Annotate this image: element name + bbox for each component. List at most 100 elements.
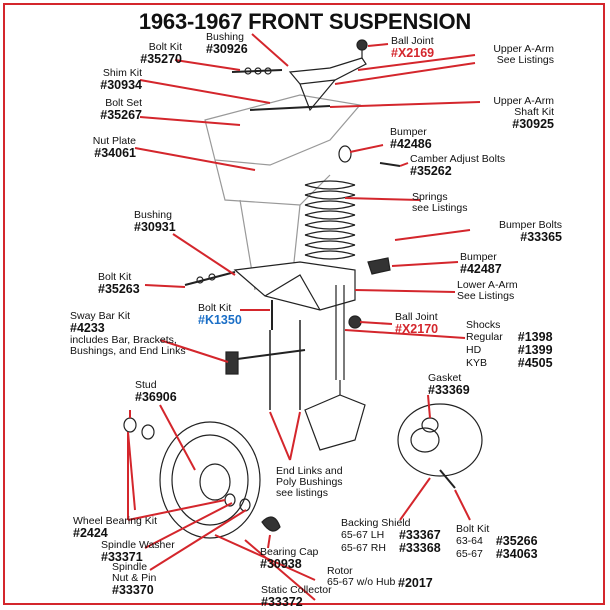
label-sway-bar: Sway Bar Kit #4233 includes Bar, Bracket… bbox=[70, 311, 186, 357]
bolt-kit-mid-part: #35263 bbox=[98, 282, 140, 296]
lower-a-arm-name: Lower A-Arm bbox=[457, 279, 518, 291]
shocks-key: KYB bbox=[466, 357, 488, 369]
label-ball-joint-low: Ball Joint #X2170 bbox=[395, 312, 438, 336]
bolt-kit-low-row: 65-67#34063 bbox=[456, 548, 539, 561]
label-upper-shaft-kit: Upper A-Arm Shaft Kit #30925 bbox=[493, 96, 554, 131]
rotor-name: Rotor bbox=[327, 565, 353, 577]
label-spindle-nut: Spindle Nut & Pin #33370 bbox=[112, 562, 156, 597]
spindle-nut-part: #33370 bbox=[112, 583, 154, 597]
springs-sub: see Listings bbox=[412, 202, 468, 214]
bearing-cap-name: Bearing Cap bbox=[260, 546, 319, 558]
label-static-collector: Static Collector #33372 bbox=[261, 585, 332, 609]
gasket-part: #33369 bbox=[428, 383, 470, 397]
bumper-top-name: Bumper bbox=[390, 126, 427, 138]
label-bumper-top: Bumper #42486 bbox=[390, 127, 432, 151]
gasket-name: Gasket bbox=[428, 372, 462, 384]
ball-joint-top-name: Ball Joint bbox=[391, 35, 434, 47]
bolt-kit-blue-name: Bolt Kit bbox=[198, 302, 232, 314]
backing-shield-name: Backing Shield bbox=[341, 517, 411, 529]
shocks-row: HD #1399 bbox=[466, 344, 554, 357]
bolt-kit-low-table: 63-64 #35266 65-67#34063 bbox=[456, 535, 539, 561]
shocks-row: Regular#1398 bbox=[466, 331, 554, 344]
parts-linework bbox=[123, 39, 483, 539]
upper-shaft-kit-part: #30925 bbox=[512, 117, 554, 131]
label-wheel-bearing: Wheel Bearing Kit #2424 bbox=[73, 516, 157, 540]
sway-bar-line-1: includes Bar, Brackets, bbox=[70, 334, 177, 346]
end-links-line-2: Poly Bushings bbox=[276, 476, 343, 488]
bolt-kit-low-key: 65-67 bbox=[456, 548, 483, 560]
shocks-table: Regular#1398 HD #1399 KYB #4505 bbox=[466, 331, 554, 370]
label-rotor-part: #2017 bbox=[398, 577, 433, 590]
bumper-mid-part: #42487 bbox=[460, 262, 502, 276]
red-border bbox=[3, 3, 605, 605]
bolt-kit-low-key: 63-64 bbox=[456, 535, 483, 547]
rotor-sub: 65-67 w/o Hub bbox=[327, 576, 396, 588]
label-bolt-set: Bolt Set #35267 bbox=[100, 98, 142, 122]
label-bushing-top: Bushing #30926 bbox=[206, 32, 248, 56]
sway-bar-line-2: Bushings, and End Links bbox=[70, 345, 186, 357]
shocks-name: Shocks bbox=[466, 319, 501, 331]
shocks-val: #1398 bbox=[517, 330, 553, 344]
label-bearing-cap: Bearing Cap #30938 bbox=[260, 547, 318, 571]
ball-joint-low-part: #X2170 bbox=[395, 322, 439, 336]
bumper-bolts-name: Bumper Bolts bbox=[498, 219, 562, 231]
label-bumper-mid: Bumper #42487 bbox=[460, 252, 502, 276]
backing-shield-key: 65-67 RH bbox=[341, 542, 386, 554]
bolt-set-name: Bolt Set bbox=[105, 97, 142, 109]
nut-plate-name: Nut Plate bbox=[92, 135, 136, 147]
bolt-set-part: #35267 bbox=[100, 108, 142, 122]
label-bumper-bolts: Bumper Bolts #33365 bbox=[499, 220, 562, 244]
label-bushing-mid: Bushing #30931 bbox=[134, 210, 176, 234]
bolt-kit-low-val: #35266 bbox=[495, 534, 538, 548]
backing-shield-val: #33367 bbox=[398, 528, 441, 542]
bolt-kit-blue-part: #K1350 bbox=[198, 313, 242, 327]
springs-name: Springs bbox=[412, 191, 448, 203]
wheel-bearing-part: #2424 bbox=[73, 526, 108, 540]
label-spindle-washer: Spindle Washer #33371 bbox=[101, 540, 175, 564]
label-bolt-kit-low: Bolt Kit 63-64 #35266 65-67#34063 bbox=[456, 524, 539, 561]
shocks-key: HD bbox=[466, 344, 482, 356]
backing-shield-key: 65-67 LH bbox=[341, 529, 385, 541]
label-backing-shield: Backing Shield 65-67 LH #33367 65-67 RH #3… bbox=[341, 518, 442, 555]
end-links-line-3: see listings bbox=[276, 487, 328, 499]
spindle-washer-name: Spindle Washer bbox=[101, 539, 175, 551]
shocks-val: #1399 bbox=[517, 343, 553, 357]
bushing-top-name: Bushing bbox=[206, 31, 244, 43]
bushing-mid-part: #30931 bbox=[134, 220, 176, 234]
shim-kit-part: #30934 bbox=[100, 78, 142, 92]
static-collector-part: #33372 bbox=[261, 595, 303, 609]
bolt-kit-low-name: Bolt Kit bbox=[456, 523, 490, 535]
label-shocks: Shocks Regular#1398 HD #1399 KYB #4505 bbox=[466, 320, 554, 370]
bolt-kit-mid-name: Bolt Kit bbox=[98, 271, 132, 283]
bushing-top-part: #30926 bbox=[206, 42, 248, 56]
wheel-bearing-name: Wheel Bearing Kit bbox=[73, 515, 158, 527]
camber-bolts-name: Camber Adjust Bolts bbox=[410, 153, 506, 165]
leader-lines bbox=[127, 33, 481, 601]
rotor-part: #2017 bbox=[398, 576, 433, 590]
stud-part: #36906 bbox=[135, 390, 177, 404]
backing-shield-val: #33368 bbox=[398, 541, 441, 555]
ball-joint-low-name: Ball Joint bbox=[395, 311, 438, 323]
camber-bolts-part: #35262 bbox=[410, 164, 452, 178]
label-shim-kit: Shim Kit #30934 bbox=[100, 68, 142, 92]
label-ball-joint-top: Ball Joint #X2169 bbox=[391, 36, 434, 60]
label-bolt-kit-mid: Bolt Kit #35263 bbox=[98, 272, 140, 296]
static-collector-name: Static Collector bbox=[261, 584, 332, 596]
backing-shield-table: 65-67 LH #33367 65-67 RH #33368 bbox=[341, 529, 442, 555]
backing-shield-row: 65-67 RH #33368 bbox=[341, 542, 442, 555]
bolt-kit-top-name: Bolt Kit bbox=[148, 41, 182, 53]
shocks-val: #4505 bbox=[517, 356, 553, 370]
backing-shield-row: 65-67 LH #33367 bbox=[341, 529, 442, 542]
label-springs: Springs see Listings bbox=[412, 192, 467, 214]
stud-name: Stud bbox=[135, 379, 157, 391]
sway-bar-name: Sway Bar Kit bbox=[70, 310, 131, 322]
ball-joint-top-part: #X2169 bbox=[391, 46, 435, 60]
bumper-top-part: #42486 bbox=[390, 137, 432, 151]
label-end-links: End Links and Poly Bushings see listings bbox=[276, 466, 343, 499]
end-links-line-1: End Links and bbox=[276, 465, 343, 477]
upper-shaft-kit-sub: Shaft Kit bbox=[514, 106, 554, 118]
label-rotor: Rotor 65-67 w/o Hub bbox=[327, 566, 395, 588]
bolt-kit-low-row: 63-64 #35266 bbox=[456, 535, 539, 548]
